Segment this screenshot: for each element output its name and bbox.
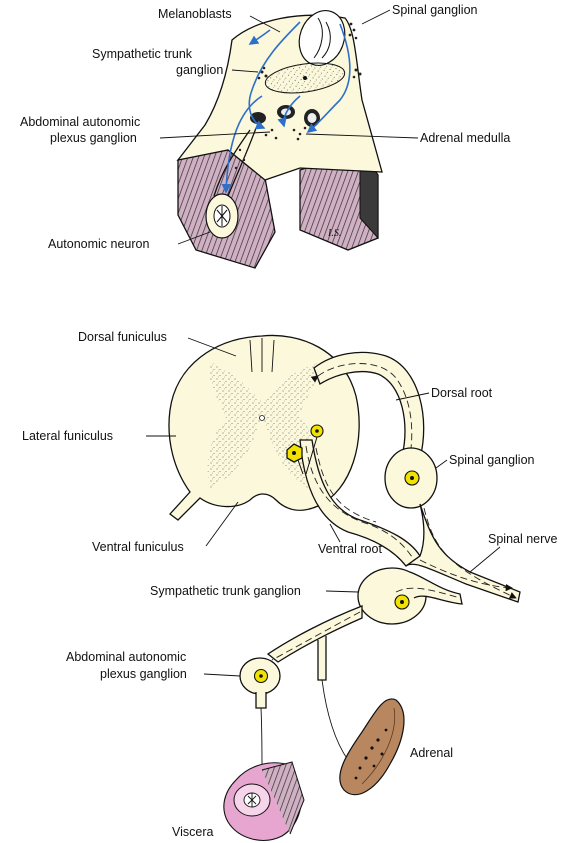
label-adrenal: Adrenal <box>410 746 453 760</box>
splanchnic-nerve <box>268 606 362 662</box>
label-abdominal-top-line2: plexus ganglion <box>50 131 137 145</box>
label-abdominal-top-line1: Abdominal autonomic <box>20 115 140 129</box>
label-lateral-funiculus: Lateral funiculus <box>22 429 113 443</box>
embryo-cross-section: I.S. <box>178 4 382 268</box>
label-sympathetic-trunk-line2: ganglion <box>176 63 223 77</box>
label-abdominal-bottom-line2: plexus ganglion <box>100 667 187 681</box>
label-autonomic-neuron: Autonomic neuron <box>48 237 150 251</box>
label-ventral-funiculus: Ventral funiculus <box>92 540 184 554</box>
artist-signature: I.S. <box>327 228 341 239</box>
label-viscera: Viscera <box>172 825 214 839</box>
label-ventral-root: Ventral root <box>318 542 382 556</box>
label-dorsal-root: Dorsal root <box>431 386 493 400</box>
label-spinal-ganglion-top: Spinal ganglion <box>392 3 478 17</box>
label-sympathetic-trunk-ganglion: Sympathetic trunk ganglion <box>150 584 301 598</box>
label-sympathetic-trunk-line1: Sympathetic trunk <box>92 47 193 61</box>
label-dorsal-funiculus: Dorsal funiculus <box>78 330 167 344</box>
label-spinal-ganglion-bottom: Spinal ganglion <box>449 453 535 467</box>
label-spinal-nerve: Spinal nerve <box>488 532 558 546</box>
label-adrenal-medulla: Adrenal medulla <box>420 131 510 145</box>
label-melanoblasts: Melanoblasts <box>158 7 232 21</box>
label-abdominal-bottom-line1: Abdominal autonomic <box>66 650 186 664</box>
